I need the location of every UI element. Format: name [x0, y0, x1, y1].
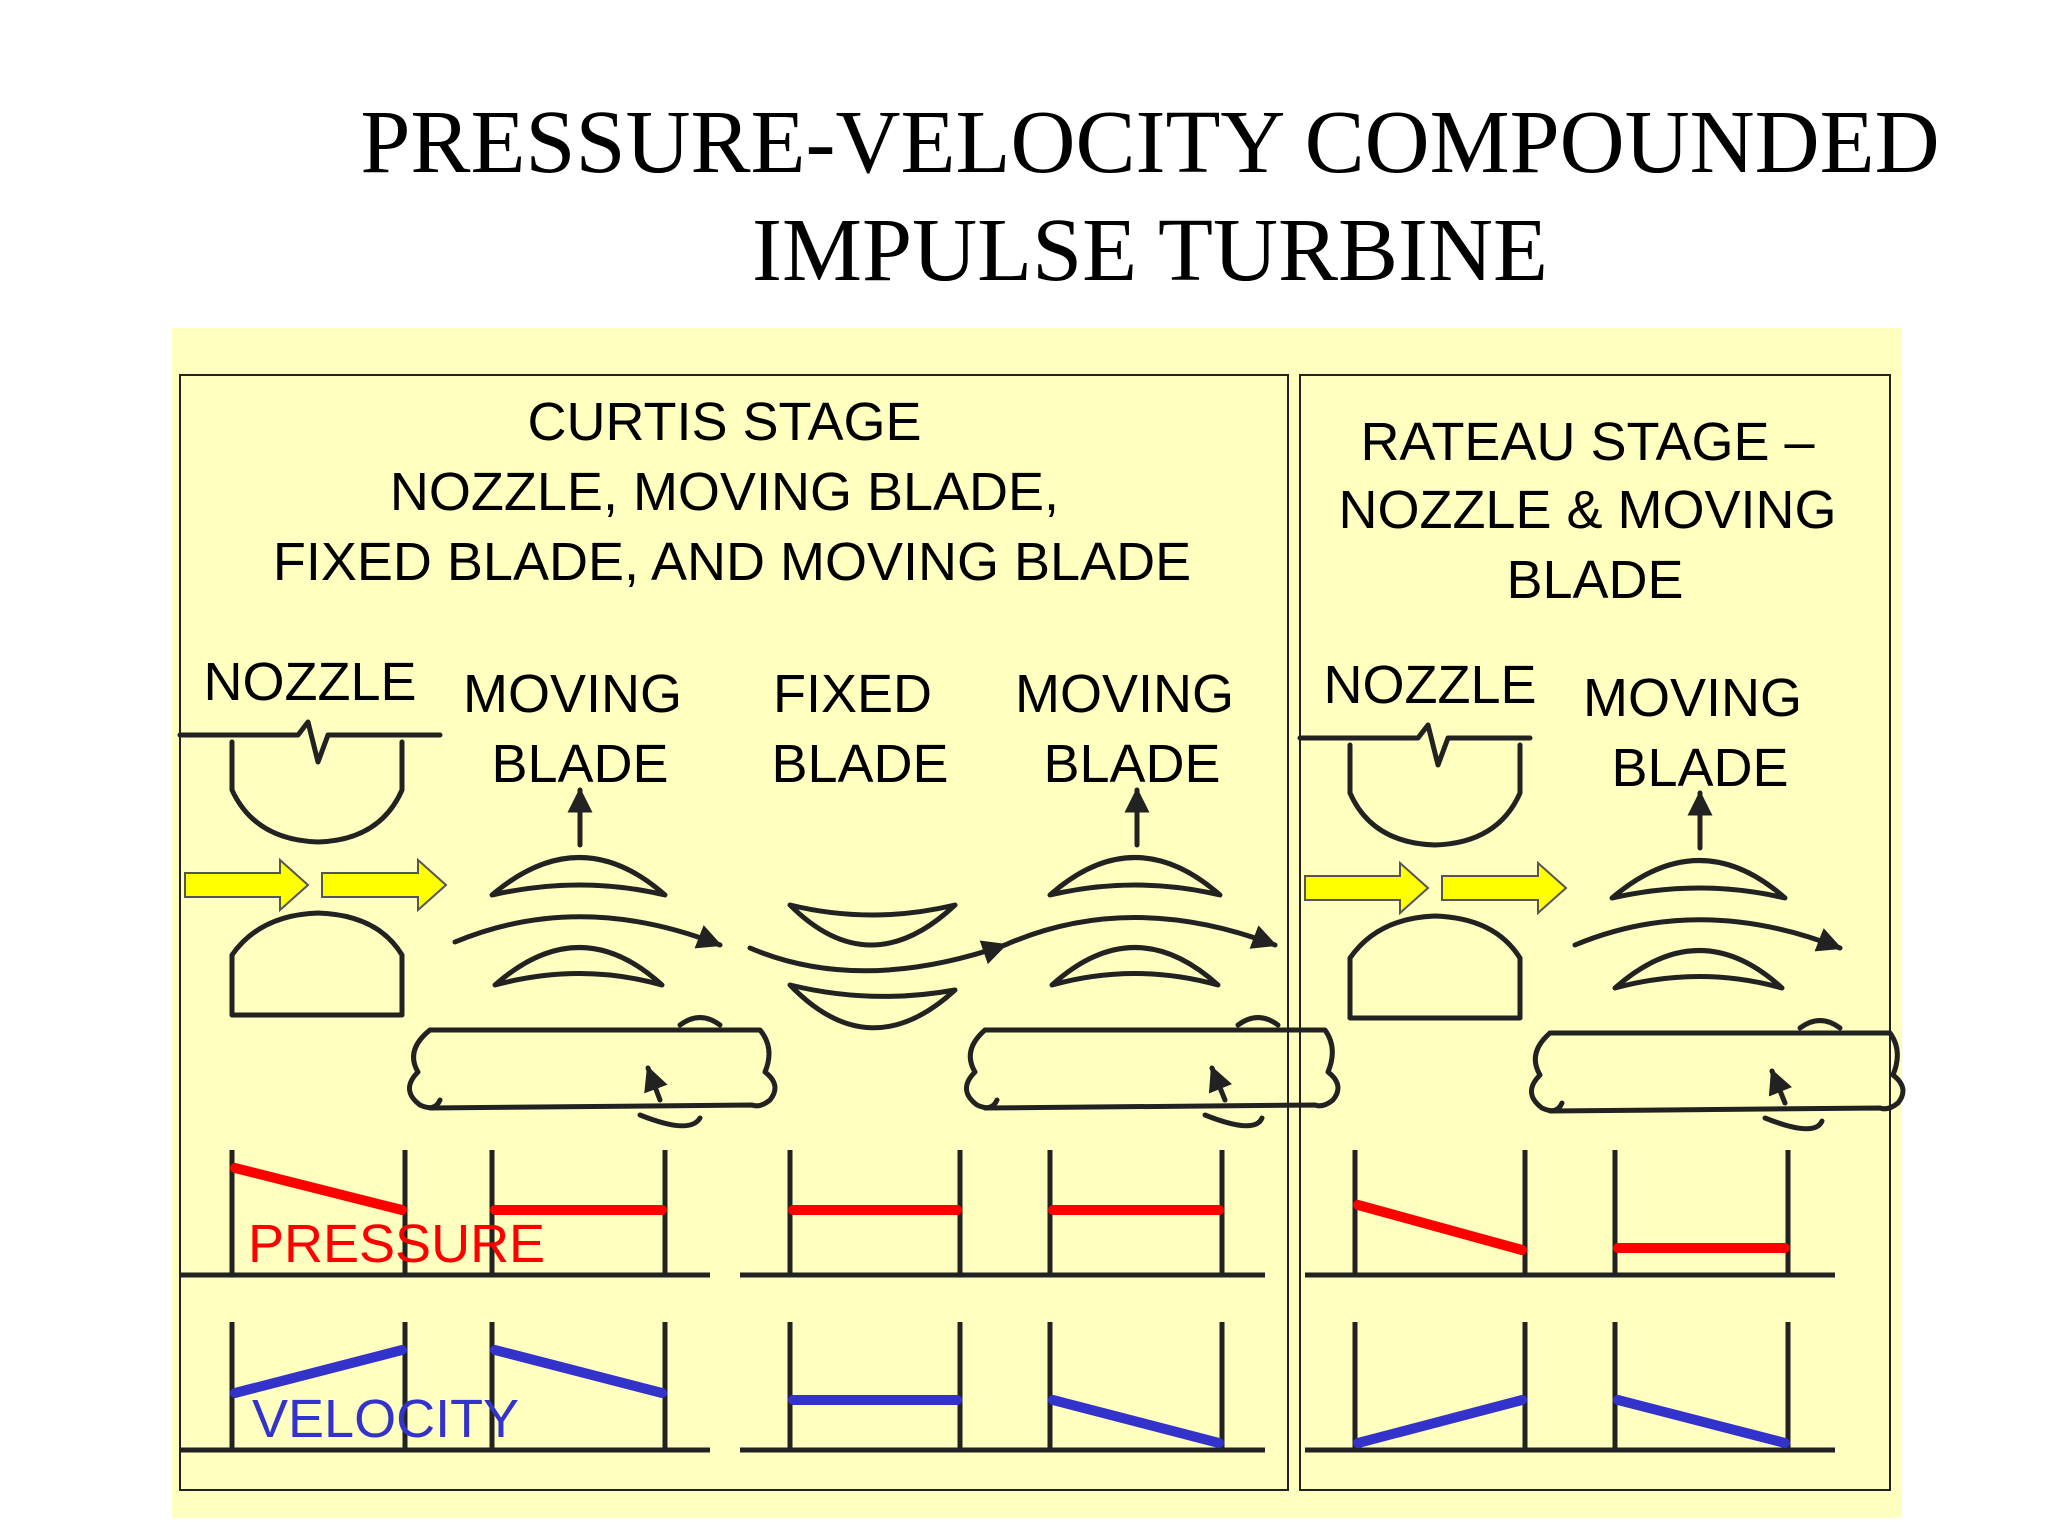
curtis-heading-line-2: NOZZLE, MOVING BLADE, — [390, 462, 1059, 522]
curtis-nozzle-pressure-line — [230, 1163, 407, 1215]
curtis-wheel-1 — [407, 1015, 778, 1129]
curtis-flow-arrow-2 — [321, 857, 448, 913]
curtis-heading: CURTIS STAGE NOZZLE, MOVING BLADE, FIXED… — [273, 392, 1191, 592]
curtis-moving-blade-1-label: MOVING BLADE — [463, 664, 697, 794]
curtis-moving-2-velocity-line — [1048, 1395, 1224, 1448]
rateau-moving-velocity-line — [1613, 1395, 1790, 1448]
title-line-2: IMPULSE TURBINE — [752, 201, 1548, 300]
rateau-heading-line-2: NOZZLE & MOVING — [1338, 480, 1836, 540]
rateau-wheel — [1529, 1018, 1906, 1132]
curtis-nozzle-label: NOZZLE — [203, 652, 416, 712]
rateau-heading: RATEAU STAGE – NOZZLE & MOVING BLADE — [1338, 412, 1851, 610]
curtis-moving-blade-1-shape — [452, 787, 723, 988]
curtis-moving-1-velocity-line — [490, 1345, 667, 1398]
curtis-stage-box — [179, 374, 1289, 1491]
title-line-1: PRESSURE-VELOCITY COMPOUNDED — [360, 93, 1940, 192]
curtis-nozzle-velocity-line — [230, 1345, 407, 1398]
curtis-flow-arrow-1 — [184, 857, 310, 913]
rateau-nozzle-pressure-line — [1353, 1200, 1527, 1255]
rateau-heading-line-3: BLADE — [1506, 550, 1683, 610]
rateau-moving-blade-label: MOVING BLADE — [1583, 668, 1817, 798]
curtis-wheel-2 — [964, 1015, 1341, 1129]
curtis-heading-line-3: FIXED BLADE, AND MOVING BLADE — [273, 532, 1191, 592]
diagram-background — [172, 328, 1902, 1518]
rateau-flow-arrow-1 — [1304, 860, 1430, 916]
curtis-fixed-blade-shape — [747, 902, 1008, 1031]
curtis-fixed-blade-label: FIXED BLADE — [771, 664, 948, 794]
pressure-label: PRESSURE — [248, 1214, 545, 1274]
rateau-moving-blade-shape — [1572, 790, 1843, 991]
rateau-nozzle-label: NOZZLE — [1323, 655, 1536, 715]
rateau-stage-box — [1299, 374, 1891, 1491]
rateau-nozzle-shape — [1297, 722, 1533, 1021]
curtis-heading-line-1: CURTIS STAGE — [527, 392, 921, 452]
curtis-nozzle-shape — [177, 719, 443, 1018]
velocity-label: VELOCITY — [252, 1389, 519, 1449]
rateau-heading-line-1: RATEAU STAGE – — [1360, 412, 1814, 472]
curtis-moving-blade-2-shape — [1002, 787, 1278, 988]
rateau-flow-arrow-2 — [1441, 860, 1568, 916]
rateau-nozzle-velocity-line — [1353, 1395, 1527, 1448]
curtis-moving-blade-2-label: MOVING BLADE — [1015, 664, 1249, 794]
